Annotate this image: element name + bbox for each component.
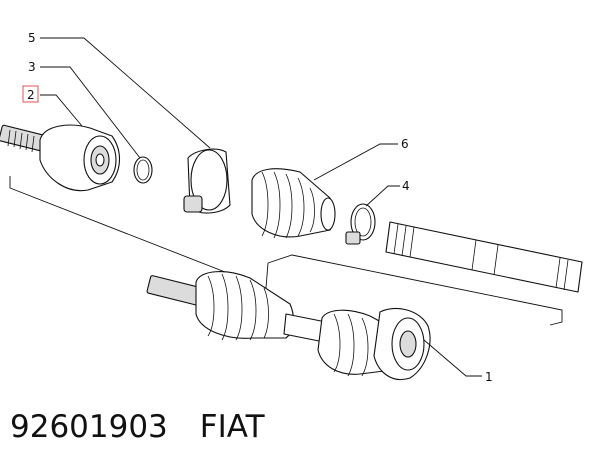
- callout-6: 6: [401, 137, 409, 151]
- part-number: 92601903: [10, 409, 168, 445]
- part-6-cv-boot: [251, 168, 336, 239]
- callout-4: 4: [402, 179, 410, 193]
- leader-lines: [40, 37, 482, 377]
- part-1-drive-shaft-assembly: [146, 271, 431, 380]
- callout-5: 5: [28, 31, 36, 45]
- part-5-large-clamp: [183, 148, 231, 214]
- callout-2: 2: [27, 88, 35, 102]
- part-2-cv-joint: [0, 124, 121, 192]
- part-caption: 92601903 FIAT: [10, 405, 297, 449]
- callout-3: 3: [28, 60, 36, 74]
- splined-shaft: [385, 221, 583, 293]
- callout-2-highlight: [22, 85, 39, 103]
- callout-1: 1: [485, 370, 493, 384]
- part-4-small-clamp: [345, 203, 376, 245]
- part-3-circlip: [133, 156, 153, 184]
- brand-name: FIAT: [199, 409, 265, 445]
- assembly-bracket: [9, 176, 563, 326]
